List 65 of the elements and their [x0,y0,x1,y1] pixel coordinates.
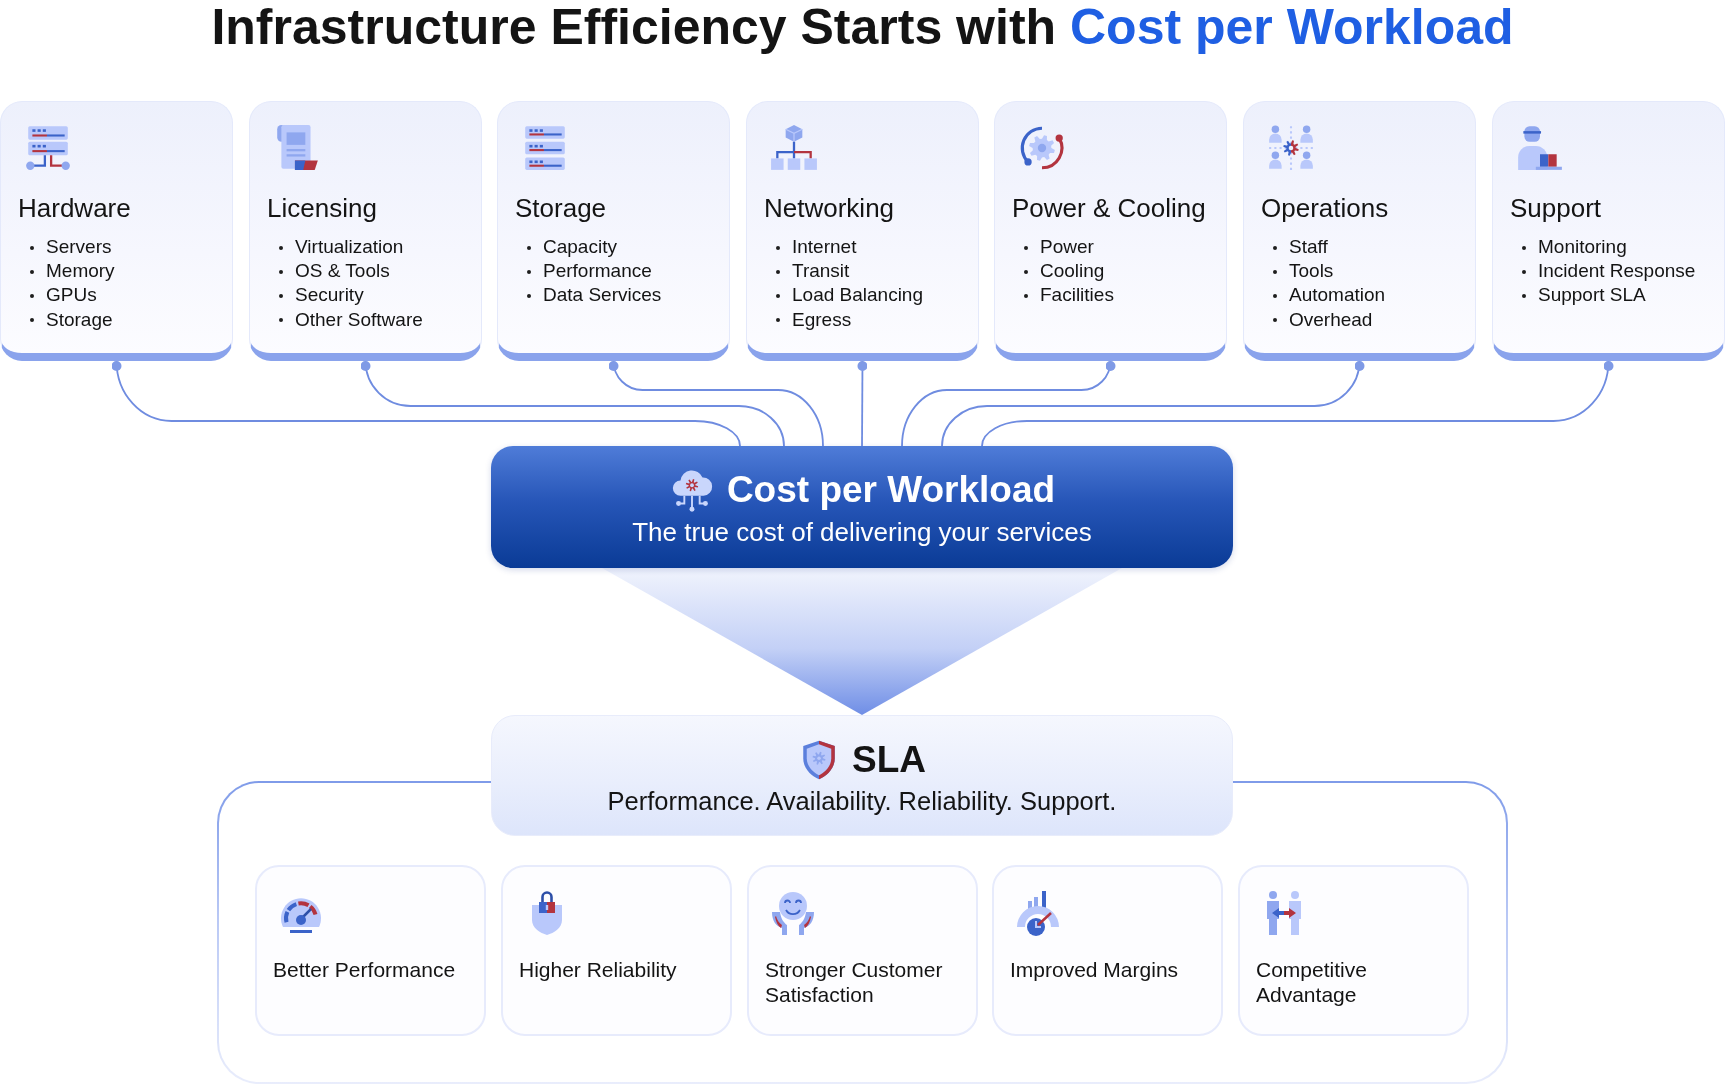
box-title: SLA [852,738,926,782]
list-item: Egress [771,307,852,332]
category-card [249,101,482,361]
connector-line [360,360,785,447]
card-title: Operations [1261,192,1389,225]
list-item: Tools [1268,259,1334,284]
benefit-card [747,865,978,1036]
card-title: Licensing [267,192,377,225]
card-title: Storage [515,192,607,225]
sla-panel [491,715,1233,836]
card-title: Support [1510,192,1602,225]
box-title: Cost per Workload [726,468,1056,512]
category-card [746,101,979,361]
list-item: Automation [1268,283,1386,308]
benefit-label: Improved Margins [1010,957,1179,982]
list-item: Performance [522,259,652,284]
list-item: Storage [25,307,113,332]
list-item: Capacity [522,235,617,260]
benefit-card [501,865,732,1036]
benefit-card [1238,865,1469,1036]
connector-line [111,360,741,447]
benefit-card [255,865,486,1036]
category-card [0,101,233,361]
list-item: Security [274,283,364,308]
list-item: Internet [771,235,857,260]
card-title: Hardware [18,192,131,225]
box-subtitle: Performance. Availability. Reliability. Support. [607,786,1117,816]
benefit-card [992,865,1223,1036]
list-item: Power [1019,235,1094,260]
connector-line [608,360,824,447]
list-item: Staff [1268,235,1328,260]
benefit-label: Competitive Advantage [1256,957,1368,1007]
list-item: Cooling [1019,259,1105,284]
list-item: Load Balancing [771,283,923,308]
list-item: Monitoring [1517,235,1627,260]
connector-line [901,360,1116,447]
list-item: Virtualization [274,235,404,260]
box-subtitle: The true cost of delivering your services [632,517,1092,547]
list-item: Facilities [1019,283,1114,308]
list-item: Servers [25,235,112,260]
list-item: Incident Response [1517,259,1696,284]
benefit-label: Higher Reliability [519,957,677,982]
list-item: Data Services [522,283,662,308]
card-title: Power & Cooling [1012,192,1206,225]
category-card [1243,101,1476,361]
list-item: OS & Tools [274,259,390,284]
connector-line [857,360,868,447]
list-item: Other Software [274,307,423,332]
diagram-title: Infrastructure Efficiency Starts with Cost per Workload [211,0,1514,54]
card-title: Networking [764,192,895,225]
group-frame [217,781,1508,1084]
connector-line [981,360,1614,447]
connector-line [941,360,1365,447]
chevron-arrow [602,568,1122,715]
list-item: Transit [771,259,850,284]
list-item: Support SLA [1517,283,1646,308]
list-item: Overhead [1268,307,1373,332]
list-item: Memory [25,259,115,284]
benefit-label: Stronger Customer Satisfaction [765,957,944,1007]
benefit-label: Better Performance [273,957,456,982]
list-item: GPUs [25,283,97,308]
highlight-box [491,446,1233,568]
category-card [1492,101,1725,361]
category-card [497,101,730,361]
category-card [994,101,1227,361]
